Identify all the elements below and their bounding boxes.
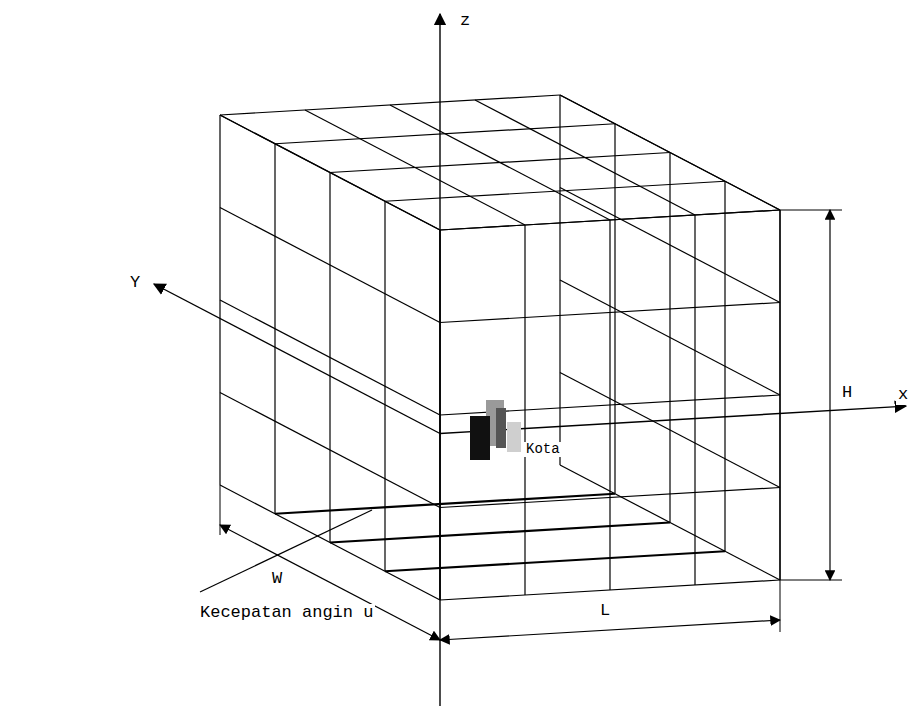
grid-line: [779, 210, 780, 580]
wind-line: [200, 510, 372, 592]
grid-line: [220, 300, 440, 415]
axis-label: z: [458, 12, 472, 31]
grid-line: [440, 303, 780, 323]
floor-line: [275, 494, 615, 514]
grid-lines: [220, 95, 780, 600]
grid-line: [614, 124, 615, 494]
axis-label: x: [896, 386, 910, 405]
dimension-arrow: [220, 525, 440, 640]
grid-line: [560, 95, 780, 210]
extension-line: [220, 485, 221, 535]
grid-line: [560, 280, 780, 395]
grid-line: [779, 210, 780, 580]
wind-label: Kecepatan angin u: [198, 604, 375, 623]
axis-label: Y: [128, 274, 142, 293]
grid-line: [475, 100, 695, 215]
grid-line: [220, 115, 440, 230]
grid-line: [220, 208, 440, 323]
city-label: Kota: [524, 442, 562, 457]
grid-line: [219, 115, 220, 485]
dimension-label: L: [598, 602, 612, 621]
dimension-label: H: [840, 384, 854, 403]
grid-line: [330, 153, 670, 173]
floor-line: [385, 551, 725, 571]
grid-line: [560, 95, 780, 210]
floor-line: [330, 523, 670, 543]
dimension-arrow: [829, 210, 830, 580]
dimension-label: W: [270, 570, 284, 589]
grid-line: [560, 188, 780, 303]
axis-line: [439, 14, 440, 706]
extension-line: [780, 210, 842, 211]
grid-line: [440, 210, 780, 230]
grid-line: [275, 124, 615, 144]
extension-line: [780, 580, 842, 581]
extension-line: [780, 580, 781, 632]
dimension-arrow: [440, 620, 780, 640]
grid-line: [559, 95, 560, 465]
axis-line: [154, 284, 440, 434]
grid-line: [220, 95, 560, 115]
city-buildings: [470, 400, 521, 460]
grid-line: [694, 215, 695, 585]
grid-line: [274, 144, 275, 514]
